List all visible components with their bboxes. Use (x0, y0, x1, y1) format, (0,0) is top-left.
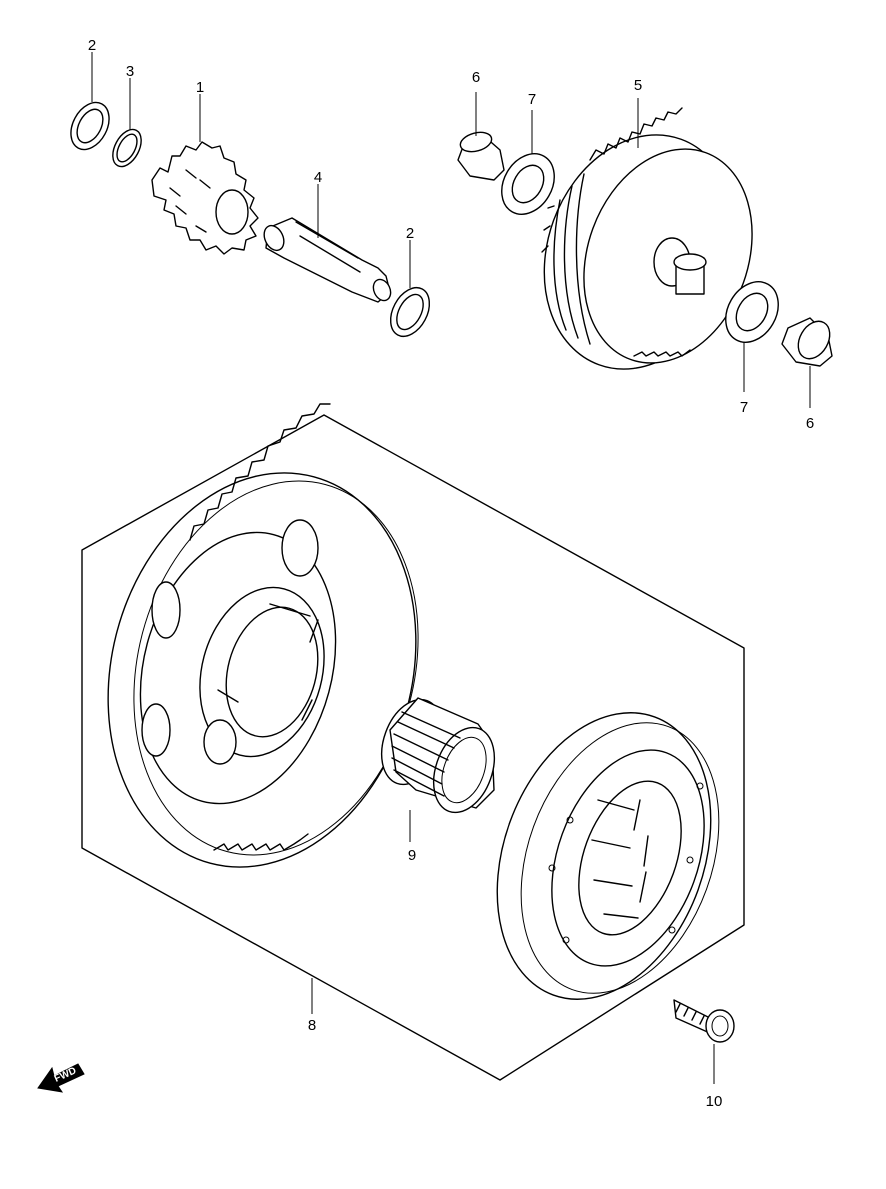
callout-7-bottom: 7 (740, 399, 748, 416)
washer-2-right (389, 286, 431, 338)
callout-6-top: 6 (472, 69, 480, 86)
thrust-washer-7-top (501, 153, 555, 215)
circlip-3 (112, 128, 142, 168)
bushing-6-bottom (781, 317, 833, 367)
assembly-8-outline (81, 414, 745, 1081)
starter-driven-gear (107, 403, 419, 868)
fwd-arrow-icon: FWD (37, 1063, 85, 1093)
needle-bearing-9 (380, 697, 496, 814)
callout-2-right: 2 (406, 225, 414, 242)
callout-10: 10 (706, 1093, 723, 1110)
callout-6-bottom: 6 (806, 415, 814, 432)
callout-8: 8 (308, 1017, 316, 1034)
gear-1 (151, 141, 259, 255)
callout-5: 5 (634, 77, 642, 94)
shaft-4 (263, 217, 392, 303)
bushing-6-top (457, 131, 505, 181)
thrust-washer-7-bottom (725, 281, 779, 343)
washer-2-left (70, 101, 110, 151)
callout-3: 3 (126, 63, 134, 80)
callout-4: 4 (314, 169, 322, 186)
gear-assembly-5 (541, 107, 753, 370)
callout-7-top: 7 (528, 91, 536, 108)
callout-2-left: 2 (88, 37, 96, 54)
bolt-10 (673, 999, 735, 1043)
one-way-clutch (496, 712, 720, 1000)
callout-1: 1 (196, 79, 204, 96)
callout-9: 9 (408, 847, 416, 864)
